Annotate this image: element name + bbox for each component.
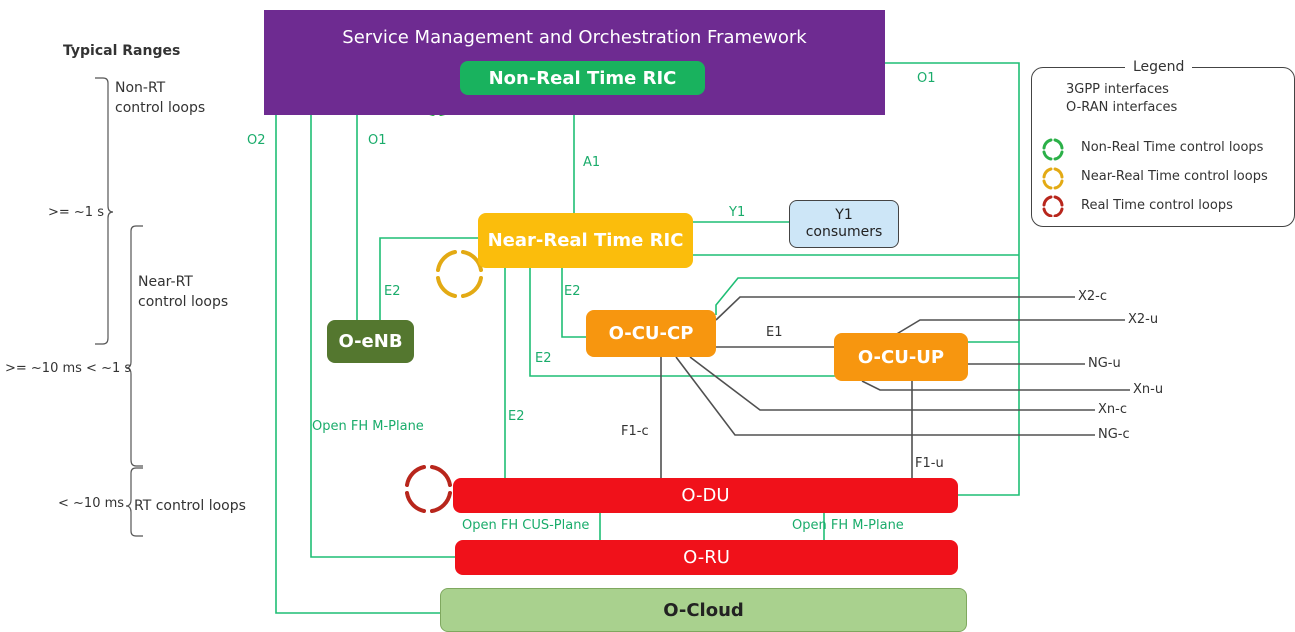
fh-cus-plane-label: Open FH CUS-Plane: [462, 518, 590, 533]
legend-red-loop-icon: [1042, 195, 1064, 217]
o1-top-label: O1: [917, 71, 936, 86]
rt-loop-icon: [405, 465, 452, 513]
nonrt-ric-box[interactable]: Non-Real Time RIC: [460, 61, 705, 95]
nearrt-loop-icon: [436, 250, 483, 298]
f1c-label: F1-c: [621, 424, 649, 439]
nearrt-range-label-1: Near-RT: [138, 274, 193, 290]
legend-nonrt-loops-label: Non-Real Time control loops: [1081, 140, 1264, 155]
e1-label: E1: [766, 325, 783, 340]
nonrt-range-label-1: Non-RT: [115, 80, 166, 96]
legend-oran-label: O-RAN interfaces: [1066, 100, 1178, 115]
ocloud-box[interactable]: O-Cloud: [440, 588, 967, 632]
a1-label: A1: [583, 155, 601, 170]
ocucp-box[interactable]: O-CU-CP: [586, 310, 716, 357]
x2c-label: X2-c: [1078, 289, 1108, 304]
y1-label: Y1: [729, 205, 746, 220]
typical-ranges-title: Typical Ranges: [63, 43, 181, 59]
ocuup-box[interactable]: O-CU-UP: [834, 333, 968, 381]
xnu-label: Xn-u: [1133, 382, 1164, 397]
ngc-label: NG-c: [1098, 427, 1130, 442]
legend-yellow-loop-icon: [1042, 167, 1064, 190]
xnc-label: Xn-c: [1098, 402, 1127, 417]
oenb-box[interactable]: O-eNB: [327, 320, 414, 363]
odu-box[interactable]: O-DU: [453, 478, 958, 513]
gpp-interface-lines: [660, 296, 1130, 478]
timing-10ms: < ~10 ms: [58, 496, 125, 511]
e2-du-label: E2: [508, 409, 525, 424]
o2-label: O2: [247, 133, 266, 148]
timing-1s: >= ~1 s: [48, 205, 104, 220]
smo-framework-box[interactable]: Service Management and Orchestration Fra…: [264, 10, 885, 115]
fh-m-plane-left-label: Open FH M-Plane: [312, 419, 424, 434]
f1u-label: F1-u: [915, 456, 944, 471]
timing-10ms-1s: >= ~10 ms < ~1 s: [5, 361, 132, 376]
fh-m-plane-right-label: Open FH M-Plane: [792, 518, 904, 533]
o1-oenb-label: O1: [368, 133, 387, 148]
e2-cucp-label: E2: [564, 284, 581, 299]
oru-box[interactable]: O-RU: [455, 540, 958, 575]
range-brackets: [95, 77, 143, 537]
legend-title: Legend: [1125, 59, 1193, 75]
smo-framework-title: Service Management and Orchestration Fra…: [342, 27, 807, 48]
nonrt-range-label-2: control loops: [115, 100, 206, 116]
legend-nearrt-loops-label: Near-Real Time control loops: [1081, 169, 1268, 184]
y1-consumers-line1: Y1: [835, 207, 853, 223]
legend-loop-icons: [1042, 138, 1064, 217]
e2-cuup-label: E2: [535, 351, 552, 366]
e2-oenb-label: E2: [384, 284, 401, 299]
legend-3gpp-label: 3GPP interfaces: [1066, 82, 1169, 97]
y1-consumers-line2: consumers: [805, 224, 883, 240]
nearrt-range-label-2: control loops: [138, 294, 229, 310]
legend-green-loop-icon: [1042, 138, 1064, 161]
ngu-label: NG-u: [1088, 356, 1121, 371]
legend-rt-loops-label: Real Time control loops: [1081, 198, 1233, 213]
rt-range-label: RT control loops: [134, 498, 246, 514]
nearrt-ric-box[interactable]: Near-Real Time RIC: [478, 213, 693, 268]
x2u-label: X2-u: [1128, 312, 1159, 327]
y1-consumers-box[interactable]: Y1 consumers: [789, 200, 899, 248]
